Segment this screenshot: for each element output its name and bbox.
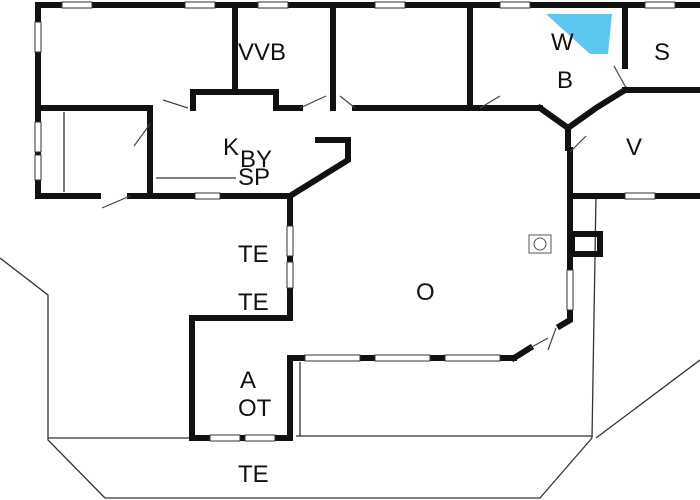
door — [101, 195, 131, 209]
room-label-v: V — [626, 134, 642, 161]
window — [304, 354, 361, 362]
window — [34, 121, 42, 153]
room-label-by: BY — [240, 146, 272, 173]
room-label-vvb: VVB — [238, 39, 286, 66]
window — [194, 192, 221, 200]
windows — [34, 1, 676, 442]
window — [499, 1, 531, 9]
window — [34, 21, 42, 53]
room-label-o: O — [416, 279, 435, 306]
walls — [35, 2, 700, 441]
door — [529, 337, 549, 349]
window — [374, 1, 406, 9]
room-label-k: K — [223, 134, 239, 161]
room-label-s: S — [654, 39, 670, 66]
door — [547, 327, 557, 351]
door — [569, 135, 587, 153]
door — [299, 95, 327, 109]
window — [61, 1, 93, 9]
room-label-ot: OT — [238, 395, 272, 422]
window — [286, 225, 294, 257]
door — [479, 95, 501, 109]
door — [162, 99, 189, 109]
window — [286, 261, 294, 289]
window — [184, 1, 216, 9]
terrace-outline — [0, 112, 700, 499]
room-label-te-2: TE — [238, 289, 269, 316]
window — [566, 269, 574, 311]
window — [444, 354, 501, 362]
room-label-te-3: TE — [238, 461, 269, 488]
door — [133, 123, 151, 147]
room-label-b: B — [557, 67, 573, 94]
doors — [101, 65, 626, 351]
room-label-sp: SP — [238, 164, 270, 191]
window — [374, 354, 431, 362]
water-fixture-icon — [546, 14, 612, 54]
room-label-te-1: TE — [238, 241, 269, 268]
room-label-w: W — [551, 29, 574, 56]
wood-stove-icon — [528, 234, 552, 254]
window — [34, 154, 42, 181]
window — [244, 434, 276, 442]
door — [613, 65, 626, 87]
window — [624, 192, 656, 200]
door — [339, 95, 356, 109]
room-label-a: A — [240, 367, 256, 394]
window — [257, 1, 289, 9]
window — [209, 434, 241, 442]
window — [644, 1, 676, 9]
